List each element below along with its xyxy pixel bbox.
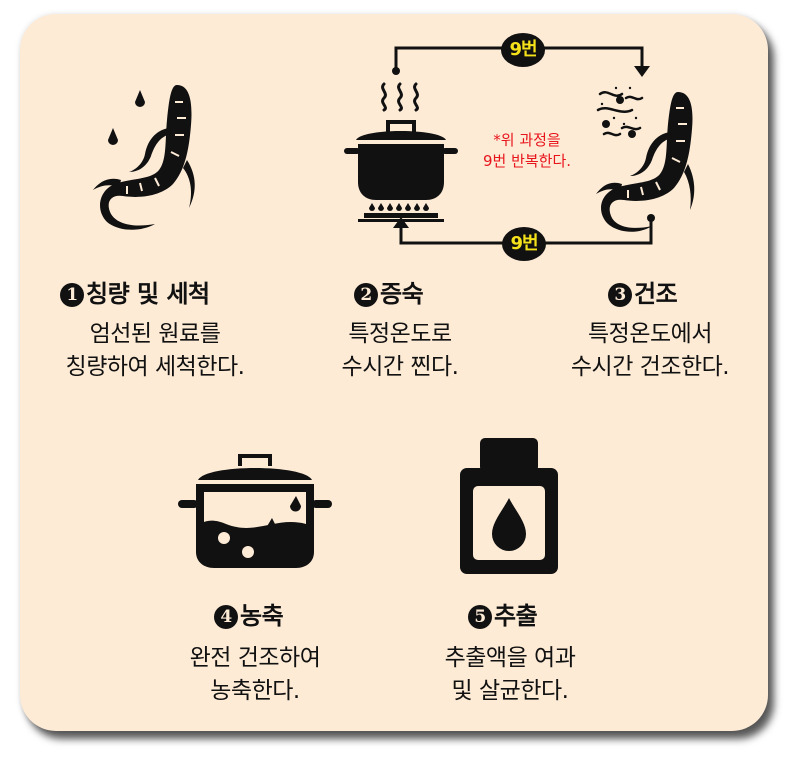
steaming-pot-icon: [344, 82, 458, 222]
step-4-desc-line1: 완전 건조하여: [189, 645, 321, 671]
boiling-pot-icon: [178, 454, 332, 568]
top-repeat-badge: 9번: [501, 33, 545, 67]
step-2-desc-line2: 수시간 찐다.: [341, 354, 459, 380]
step-5-description: 추출액을 여과 및 살균한다.: [410, 642, 610, 708]
step-2-title-text: 증숙: [380, 280, 424, 308]
step-4-title-text: 농축: [240, 602, 284, 630]
drying-ginseng-icon: [596, 86, 695, 232]
repeat-note-line2: 9번 반복한다.: [482, 152, 572, 170]
step-5-desc-line1: 추출액을 여과: [444, 645, 576, 671]
step-3-desc-line1: 특정온도에서: [588, 321, 712, 347]
step-4-desc-line2: 농축한다.: [210, 678, 300, 704]
step-5-number: 5: [468, 605, 492, 629]
step-2-description: 특정온도로 수시간 찐다.: [300, 318, 500, 384]
step-1-title-text: 칭량 및 세척: [86, 280, 210, 308]
step-4-number: 4: [214, 605, 238, 629]
step-3-title-text: 건조: [634, 280, 678, 308]
step-1-number: 1: [60, 283, 84, 307]
step-3-description: 특정온도에서 수시간 건조한다.: [545, 318, 755, 384]
extract-bottle-icon: [460, 438, 558, 574]
repeat-note: *위 과정을 9번 반복한다.: [462, 130, 592, 172]
step-2-desc-line1: 특정온도로: [348, 321, 452, 347]
washing-ginseng-icon: [93, 85, 195, 230]
bottom-repeat-badge: 9번: [502, 227, 546, 261]
step-2-number: 2: [354, 283, 378, 307]
step-5-title-text: 추출: [494, 602, 538, 630]
step-5-desc-line2: 및 살균한다.: [451, 678, 569, 704]
step-3-number: 3: [608, 283, 632, 307]
step-1-desc-line1: 엄선된 원료를: [89, 321, 221, 347]
step-3-desc-line2: 수시간 건조한다.: [570, 354, 730, 380]
step-1-description: 엄선된 원료를 칭량하여 세척한다.: [40, 318, 270, 384]
step-1-desc-line2: 칭량하여 세척한다.: [65, 354, 245, 380]
repeat-note-line1: *위 과정을: [493, 131, 561, 149]
step-4-description: 완전 건조하여 농축한다.: [160, 642, 350, 708]
